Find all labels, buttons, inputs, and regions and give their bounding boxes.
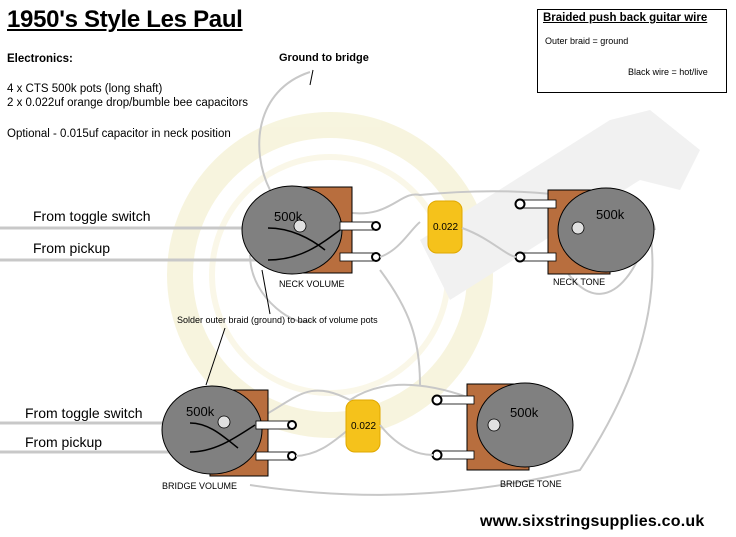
bridge-input-wires: [0, 421, 190, 454]
neck-input-wires: [0, 226, 268, 262]
bridge-tone-label: BRIDGE TONE: [500, 479, 562, 489]
solder-pointer-top: [261, 269, 271, 315]
bridge-tone-value: 500k: [510, 405, 539, 420]
bridge-hot-wire-1: [189, 422, 239, 449]
legend-box: [537, 9, 727, 93]
bridge-capacitor-value: 0.022: [351, 421, 377, 432]
ground-braid-loop: [249, 229, 654, 496]
bridge-volume-label: BRIDGE VOLUME: [162, 481, 238, 491]
bridge-ground-link: [264, 383, 471, 416]
bridge-tone-cap-wire: [379, 424, 434, 456]
neck-pickup-label: From pickup: [33, 240, 111, 256]
bridge-tone-body: [476, 382, 574, 468]
bridge-tone-pot: [431, 382, 574, 471]
neck-volume-pot: [241, 185, 381, 275]
neck-cap-wire: [379, 221, 421, 258]
bridge-volume-value: 500k: [186, 404, 215, 419]
bridge-volume-body: [161, 385, 263, 475]
page-title: 1950's Style Les Paul: [7, 6, 243, 33]
electronics-heading: Electronics:: [7, 53, 73, 65]
electronics-line-2: 2 x 0.022uf orange drop/bumble bee capac…: [7, 97, 249, 109]
neck-capacitor-value: 0.022: [433, 222, 459, 233]
electronics-line-1: 4 x CTS 500k pots (long shaft): [7, 83, 163, 95]
neck-capacitor: [427, 200, 463, 254]
bridge-volume-pot: [161, 385, 297, 477]
legend-outer-braid: Outer braid = ground: [545, 36, 629, 46]
neck-tone-cap-wire: [461, 227, 517, 258]
ground-to-bridge-wire: [258, 71, 311, 191]
bridge-volume-shaft: [217, 415, 231, 429]
electronics-optional: Optional - 0.015uf capacitor in neck pos…: [7, 128, 231, 140]
neck-toggle-label: From toggle switch: [33, 208, 151, 224]
neck-volume-value: 500k: [274, 209, 303, 224]
ground-to-bridge-label: Ground to bridge: [279, 52, 369, 64]
legend-black-wire: Black wire = hot/live: [628, 67, 708, 77]
solder-note: Solder outer braid (ground) to back of v…: [177, 315, 378, 325]
neck-tone-shaft: [571, 221, 585, 235]
legend-title: Braided push back guitar wire: [543, 12, 708, 24]
neck-tone-label: NECK TONE: [553, 277, 606, 287]
bridge-hot-wire-2: [189, 424, 256, 453]
bridge-toggle-label: From toggle switch: [25, 405, 143, 421]
neck-volume-shaft: [293, 219, 307, 233]
neck-volume-label: NECK VOLUME: [279, 279, 345, 289]
neck-tone-body: [557, 187, 655, 273]
neck-hot-wire-2: [267, 229, 341, 261]
ground-to-bridge-pointer: [309, 69, 314, 86]
website-url: www.sixstringsupplies.co.uk: [480, 513, 705, 530]
neck-volume-body: [241, 185, 343, 275]
bridge-cap-wire: [295, 429, 349, 457]
neck-hot-wire-1: [267, 227, 326, 251]
neck-tone-pot: [514, 187, 655, 275]
solder-pointer-bottom: [205, 327, 226, 386]
bridge-pickup-label: From pickup: [25, 434, 103, 450]
bridge-tone-shaft: [487, 418, 501, 432]
neck-tone-value: 500k: [596, 207, 625, 222]
